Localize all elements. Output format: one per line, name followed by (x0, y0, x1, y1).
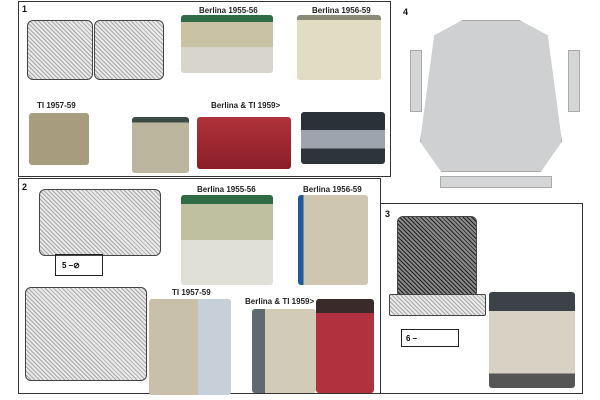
callout-number: 5 (62, 261, 67, 270)
caption-ti-1957-59: TI 1957-59 (172, 288, 211, 297)
photo-berlina-ti-1959-grey-bench (252, 309, 316, 393)
photo-berlina-1955-56-door (181, 15, 273, 73)
caption-berlina-ti-1959: Berlina & TI 1959> (211, 101, 281, 110)
section-number-4: 4 (403, 7, 409, 17)
rear-bench-drawing (25, 287, 147, 381)
photo-berlina-1956-59-seat (298, 195, 368, 285)
photo-berlina-ti-1959-door-dark (301, 112, 385, 164)
section-1-door-panels: 1 Berlina 1955-56 Berlina 1956-59 TI 195… (18, 1, 391, 177)
caption-berlina-1955-56: Berlina 1955-56 (197, 185, 256, 194)
door-panel-drawing-right (94, 20, 164, 80)
headliner-liner (420, 20, 562, 172)
section-number: 3 (385, 209, 391, 219)
photo-reclining-seats (489, 292, 575, 388)
photo-berlina-1955-56-seat (181, 195, 273, 285)
section-3-seat-mechanism: 3 6 – (380, 203, 583, 394)
photo-berlina-ti-1959-door-grey (132, 117, 189, 173)
door-panel-drawing-left (27, 20, 93, 80)
photo-berlina-ti-1959-red-bench (316, 299, 374, 393)
caption-berlina-1956-59: Berlina 1956-59 (303, 185, 362, 194)
front-seat-drawing (39, 189, 161, 256)
callout-box-6: 6 – (401, 329, 459, 347)
caption-ti-1957-59: TI 1957-59 (37, 101, 76, 110)
reclining-seat-drawing (397, 216, 477, 298)
headliner-strip-left (410, 50, 422, 112)
caption-berlina-ti-1959: Berlina & TI 1959> (245, 297, 315, 306)
photo-berlina-ti-1959-red-interior (197, 117, 291, 169)
section-number: 2 (22, 182, 28, 192)
section-2-seats: 2 5 –⊘ Berlina 1955-56 Berlina 1956-59 T… (18, 178, 381, 395)
headliner-strip-bottom (440, 176, 552, 188)
caption-berlina-1955-56: Berlina 1955-56 (199, 6, 258, 15)
caption-berlina-1956-59: Berlina 1956-59 (312, 6, 371, 15)
section-number: 1 (22, 4, 28, 14)
headliner-strip-right (568, 50, 580, 112)
photo-ti-1957-59-door (29, 113, 89, 165)
callout-box-5: 5 –⊘ (55, 254, 103, 276)
callout-number: 6 (406, 334, 411, 343)
seat-rail-drawing (389, 294, 486, 316)
photo-ti-1957-59-seat (149, 299, 231, 395)
photo-berlina-1956-59-door (297, 15, 381, 80)
